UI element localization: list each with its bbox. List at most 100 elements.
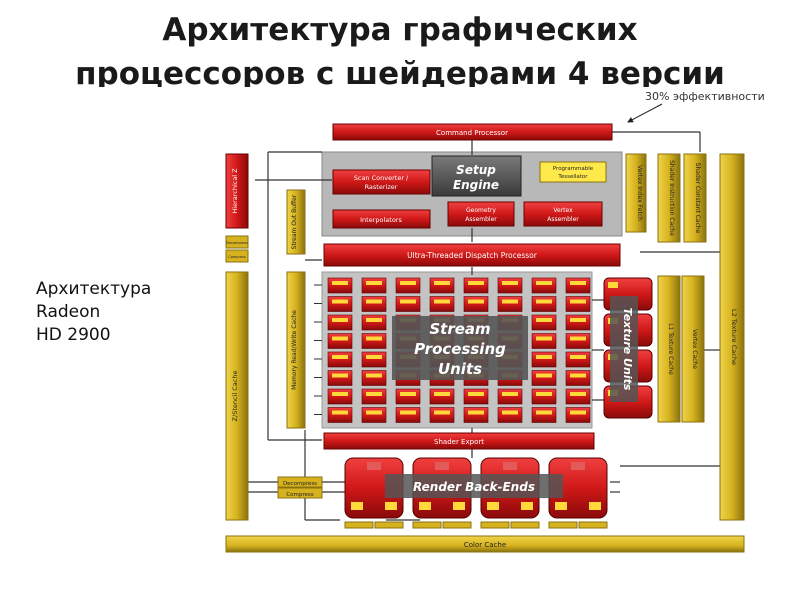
stream-processor-cell: [327, 314, 353, 331]
stream-processor-cell: [531, 333, 557, 349]
render-backend-cache-module: [453, 502, 465, 510]
stream-processor-alu: [468, 281, 484, 285]
color-cache: [225, 535, 745, 553]
stream-processor-cell: [497, 296, 523, 312]
page-title-line-1: Архитектура графических: [162, 12, 638, 48]
stream-processor-alu: [332, 336, 348, 341]
stream-processor-alu: [366, 373, 382, 378]
caption-line-1: Архитектура: [36, 279, 152, 299]
shader-instruction-cache: [657, 153, 681, 243]
texture-units-overlay: [610, 296, 638, 402]
vertex-assembler: [523, 201, 603, 227]
stream-processor-alu: [366, 355, 382, 359]
stream-processor-cell: [395, 277, 421, 294]
connection-lines: [248, 131, 720, 521]
stream-processor-alu: [332, 355, 348, 359]
decompress-block: [277, 476, 323, 488]
hierarchical-z: [225, 153, 249, 229]
stream-processor-cell: [531, 388, 557, 405]
shader-constant-cache-label: Shader Constant Cache: [694, 163, 701, 234]
render-backend-cache-module: [555, 502, 567, 510]
page-title: Архитектура графических процессоров с ше…: [0, 8, 800, 87]
stream-processor-cell: [327, 370, 353, 386]
stream-processor-alu: [434, 410, 450, 415]
stream-processor-alu: [332, 299, 348, 304]
decompress-label: Decompress: [283, 481, 317, 487]
stream-processor-cell: [361, 407, 387, 423]
annotation-arrow: [627, 103, 663, 123]
render-backend-top-module: [367, 462, 381, 470]
stream-processor-alu: [536, 281, 552, 285]
stream-processor-alu: [570, 336, 586, 341]
stream-processor-cell: [531, 351, 557, 368]
stream-processor-cell: [429, 407, 455, 423]
caption-line-2: Radeon: [36, 302, 101, 322]
stream-processor-alu: [502, 281, 518, 285]
programmable-tessellator: [539, 161, 607, 183]
command-processor: [332, 123, 613, 141]
stream-processor-alu: [502, 392, 518, 396]
efficiency-annotation: 30% эффективности: [645, 90, 765, 103]
compress-small-top-label: Compress: [228, 255, 246, 259]
caption-line-3: HD 2900: [36, 325, 111, 345]
interpolators-label: Interpolators: [360, 216, 402, 224]
decompress-small-top-label: Decompress: [226, 241, 248, 245]
compress-small-top: [225, 249, 249, 263]
stream-processor-cell: [395, 407, 421, 423]
compress-label: Compress: [286, 492, 313, 498]
render-backend-cache-module: [521, 502, 533, 510]
stream-processor-alu: [536, 318, 552, 322]
stream-processor-cell: [565, 351, 591, 368]
stream-processor-cell: [395, 296, 421, 312]
stream-processor-cell: [565, 370, 591, 386]
stream-processor-alu: [366, 336, 382, 341]
zstencil-cache: [225, 271, 249, 521]
texture-units-label: Texture Units: [621, 308, 634, 391]
stream-processor-alu: [570, 392, 586, 396]
vertex-assembler-label-2: Assembler: [547, 216, 579, 223]
stream-processing-label-1: Stream: [429, 320, 490, 338]
stream-processor-cell: [361, 277, 387, 294]
shader-export: [323, 432, 595, 450]
shader-export-label: Shader Export: [434, 438, 484, 446]
stream-processor-cell: [361, 370, 387, 386]
stream-processor-cell: [361, 351, 387, 368]
title-area: Архитектура графических процессоров с ше…: [0, 0, 800, 87]
stream-processor-cell: [565, 314, 591, 331]
stream-processing-label-3: Units: [438, 360, 482, 378]
setup-engine-label-1: Setup: [456, 163, 496, 177]
stream-processor-alu: [502, 299, 518, 304]
stream-processor-alu: [536, 373, 552, 378]
stream-processor-cell: [565, 296, 591, 312]
stream-processor-alu: [366, 410, 382, 415]
stream-processor-alu: [468, 392, 484, 396]
stream-processor-cell: [429, 388, 455, 405]
stream-processor-cell: [497, 407, 523, 423]
stream-processor-cell: [565, 388, 591, 405]
stream-processor-alu: [536, 336, 552, 341]
stream-processor-alu: [366, 392, 382, 396]
stream-processor-alu: [536, 392, 552, 396]
render-backend-top-module: [503, 462, 517, 470]
ultra-threaded-dispatch-processor: [323, 243, 621, 267]
render-backend-compress-tab: [344, 521, 374, 529]
render-backend-compress-tab: [374, 521, 404, 529]
stream-out-buffer-label: Stream Out Buffer: [291, 194, 298, 249]
stream-processor-cell: [565, 333, 591, 349]
stream-processor-alu: [434, 281, 450, 285]
stream-processor-cell: [531, 314, 557, 331]
geometry-assembler-label-2: Assembler: [465, 216, 497, 223]
setup-engine-label-2: Engine: [453, 178, 499, 192]
stream-processor-alu: [468, 299, 484, 304]
render-backend-compress-tab: [548, 521, 578, 529]
stream-processor-cell: [361, 388, 387, 405]
memory-readwrite-cache-label: Memory Read/Write Cache: [291, 310, 298, 390]
memory-readwrite-cache: [286, 271, 306, 429]
geometry-assembler-label-1: Geometry: [466, 207, 496, 214]
stream-processor-alu: [332, 410, 348, 415]
l2-texture-cache-label: L2 Texture Cache: [730, 309, 738, 365]
stream-processing-overlay: [392, 316, 528, 380]
render-backend-cache-module: [419, 502, 431, 510]
stream-processor-cell: [429, 277, 455, 294]
